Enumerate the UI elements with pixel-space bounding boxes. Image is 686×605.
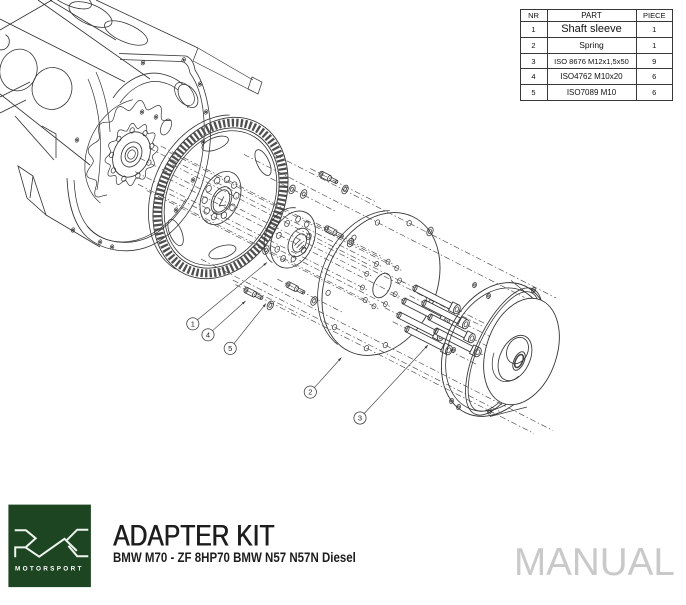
- svg-text:MOTORSPORT: MOTORSPORT: [15, 566, 84, 573]
- svg-text:4: 4: [206, 330, 210, 339]
- svg-text:3: 3: [358, 414, 362, 423]
- svg-text:5: 5: [228, 344, 232, 353]
- svg-text:1: 1: [191, 319, 195, 328]
- svg-text:2: 2: [308, 388, 312, 397]
